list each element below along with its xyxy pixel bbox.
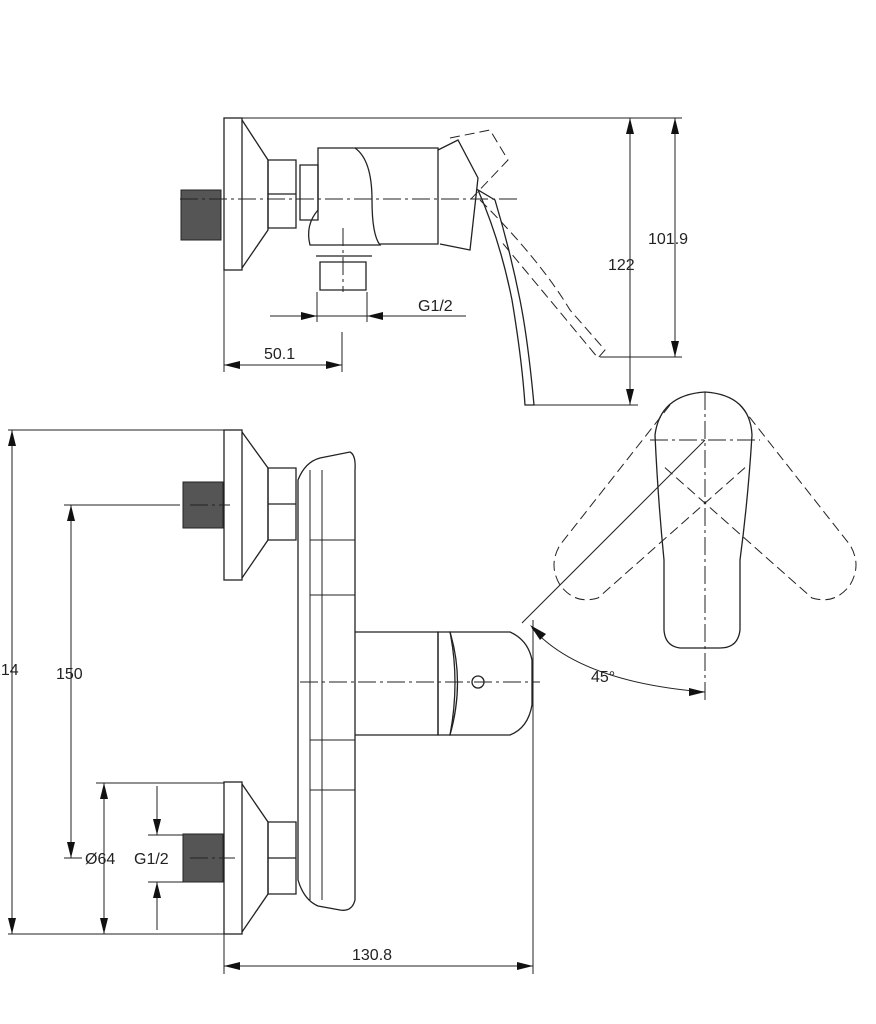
valve-body — [355, 147, 439, 245]
arrow-icon — [67, 842, 75, 858]
arrow-icon — [626, 118, 634, 134]
arrow-icon — [301, 312, 317, 320]
angle-reference-line — [521, 439, 706, 624]
angle-label-45: 45° — [591, 669, 615, 686]
top-view: 101.9 122 G1/2 50.1 — [180, 117, 688, 406]
ring — [299, 164, 319, 221]
flange-cone-lower — [241, 783, 269, 933]
arrow-icon — [153, 882, 161, 898]
handle-rotated-left — [553, 404, 749, 601]
lever-base — [437, 139, 479, 251]
dim-label-101-9: 101.9 — [648, 231, 688, 248]
inlet-thread — [180, 189, 222, 241]
hex-nut — [267, 159, 297, 229]
arrow-icon — [100, 918, 108, 934]
arrow-icon — [224, 962, 240, 970]
dim-label-inlet-thread: G1/2 — [134, 851, 169, 868]
hex-nut-lower — [267, 821, 297, 895]
dim-label-214: 214 — [0, 662, 19, 679]
arrow-icon — [67, 505, 75, 521]
arrow-icon — [530, 625, 546, 640]
flange-cone-upper — [241, 431, 269, 579]
arrow-icon — [367, 312, 383, 320]
arrow-icon — [100, 783, 108, 799]
handle-cap — [449, 631, 533, 736]
arrow-icon — [671, 341, 679, 357]
cartridge-ring — [437, 631, 456, 736]
flange-cone — [241, 119, 269, 269]
angle-arc — [531, 627, 706, 693]
dim-label-130-8: 130.8 — [352, 947, 392, 964]
arrow-icon — [626, 389, 634, 405]
arrow-icon — [8, 430, 16, 446]
cartridge-housing — [355, 631, 439, 736]
arrow-icon — [224, 361, 240, 369]
body-detail — [309, 470, 355, 900]
wall-flange — [223, 117, 243, 271]
dim-label-diameter-64: Ø64 — [85, 851, 115, 868]
dim-label-150: 150 — [56, 666, 83, 683]
handle-outline — [654, 391, 753, 649]
dim-label-50-1: 50.1 — [264, 346, 295, 363]
arrow-icon — [517, 962, 533, 970]
dim-label-122: 122 — [608, 257, 635, 274]
arrow-icon — [326, 361, 342, 369]
handle-rotated-right — [661, 404, 857, 601]
front-view: 214 150 Ø64 G1/2 130.8 — [0, 429, 540, 974]
arrow-icon — [8, 918, 16, 934]
arrow-icon — [153, 819, 161, 835]
mixer-body — [297, 451, 356, 911]
lever-alt-position — [449, 129, 606, 359]
arrow-icon — [689, 688, 705, 696]
handle-rotation-view: 45° — [521, 391, 857, 700]
arrow-icon — [671, 118, 679, 134]
hex-nut-upper — [267, 467, 297, 541]
lever-handle — [476, 188, 535, 406]
outlet-connector — [316, 255, 372, 291]
dim-label-outlet-thread: G1/2 — [418, 298, 453, 315]
union-body — [307, 147, 382, 246]
